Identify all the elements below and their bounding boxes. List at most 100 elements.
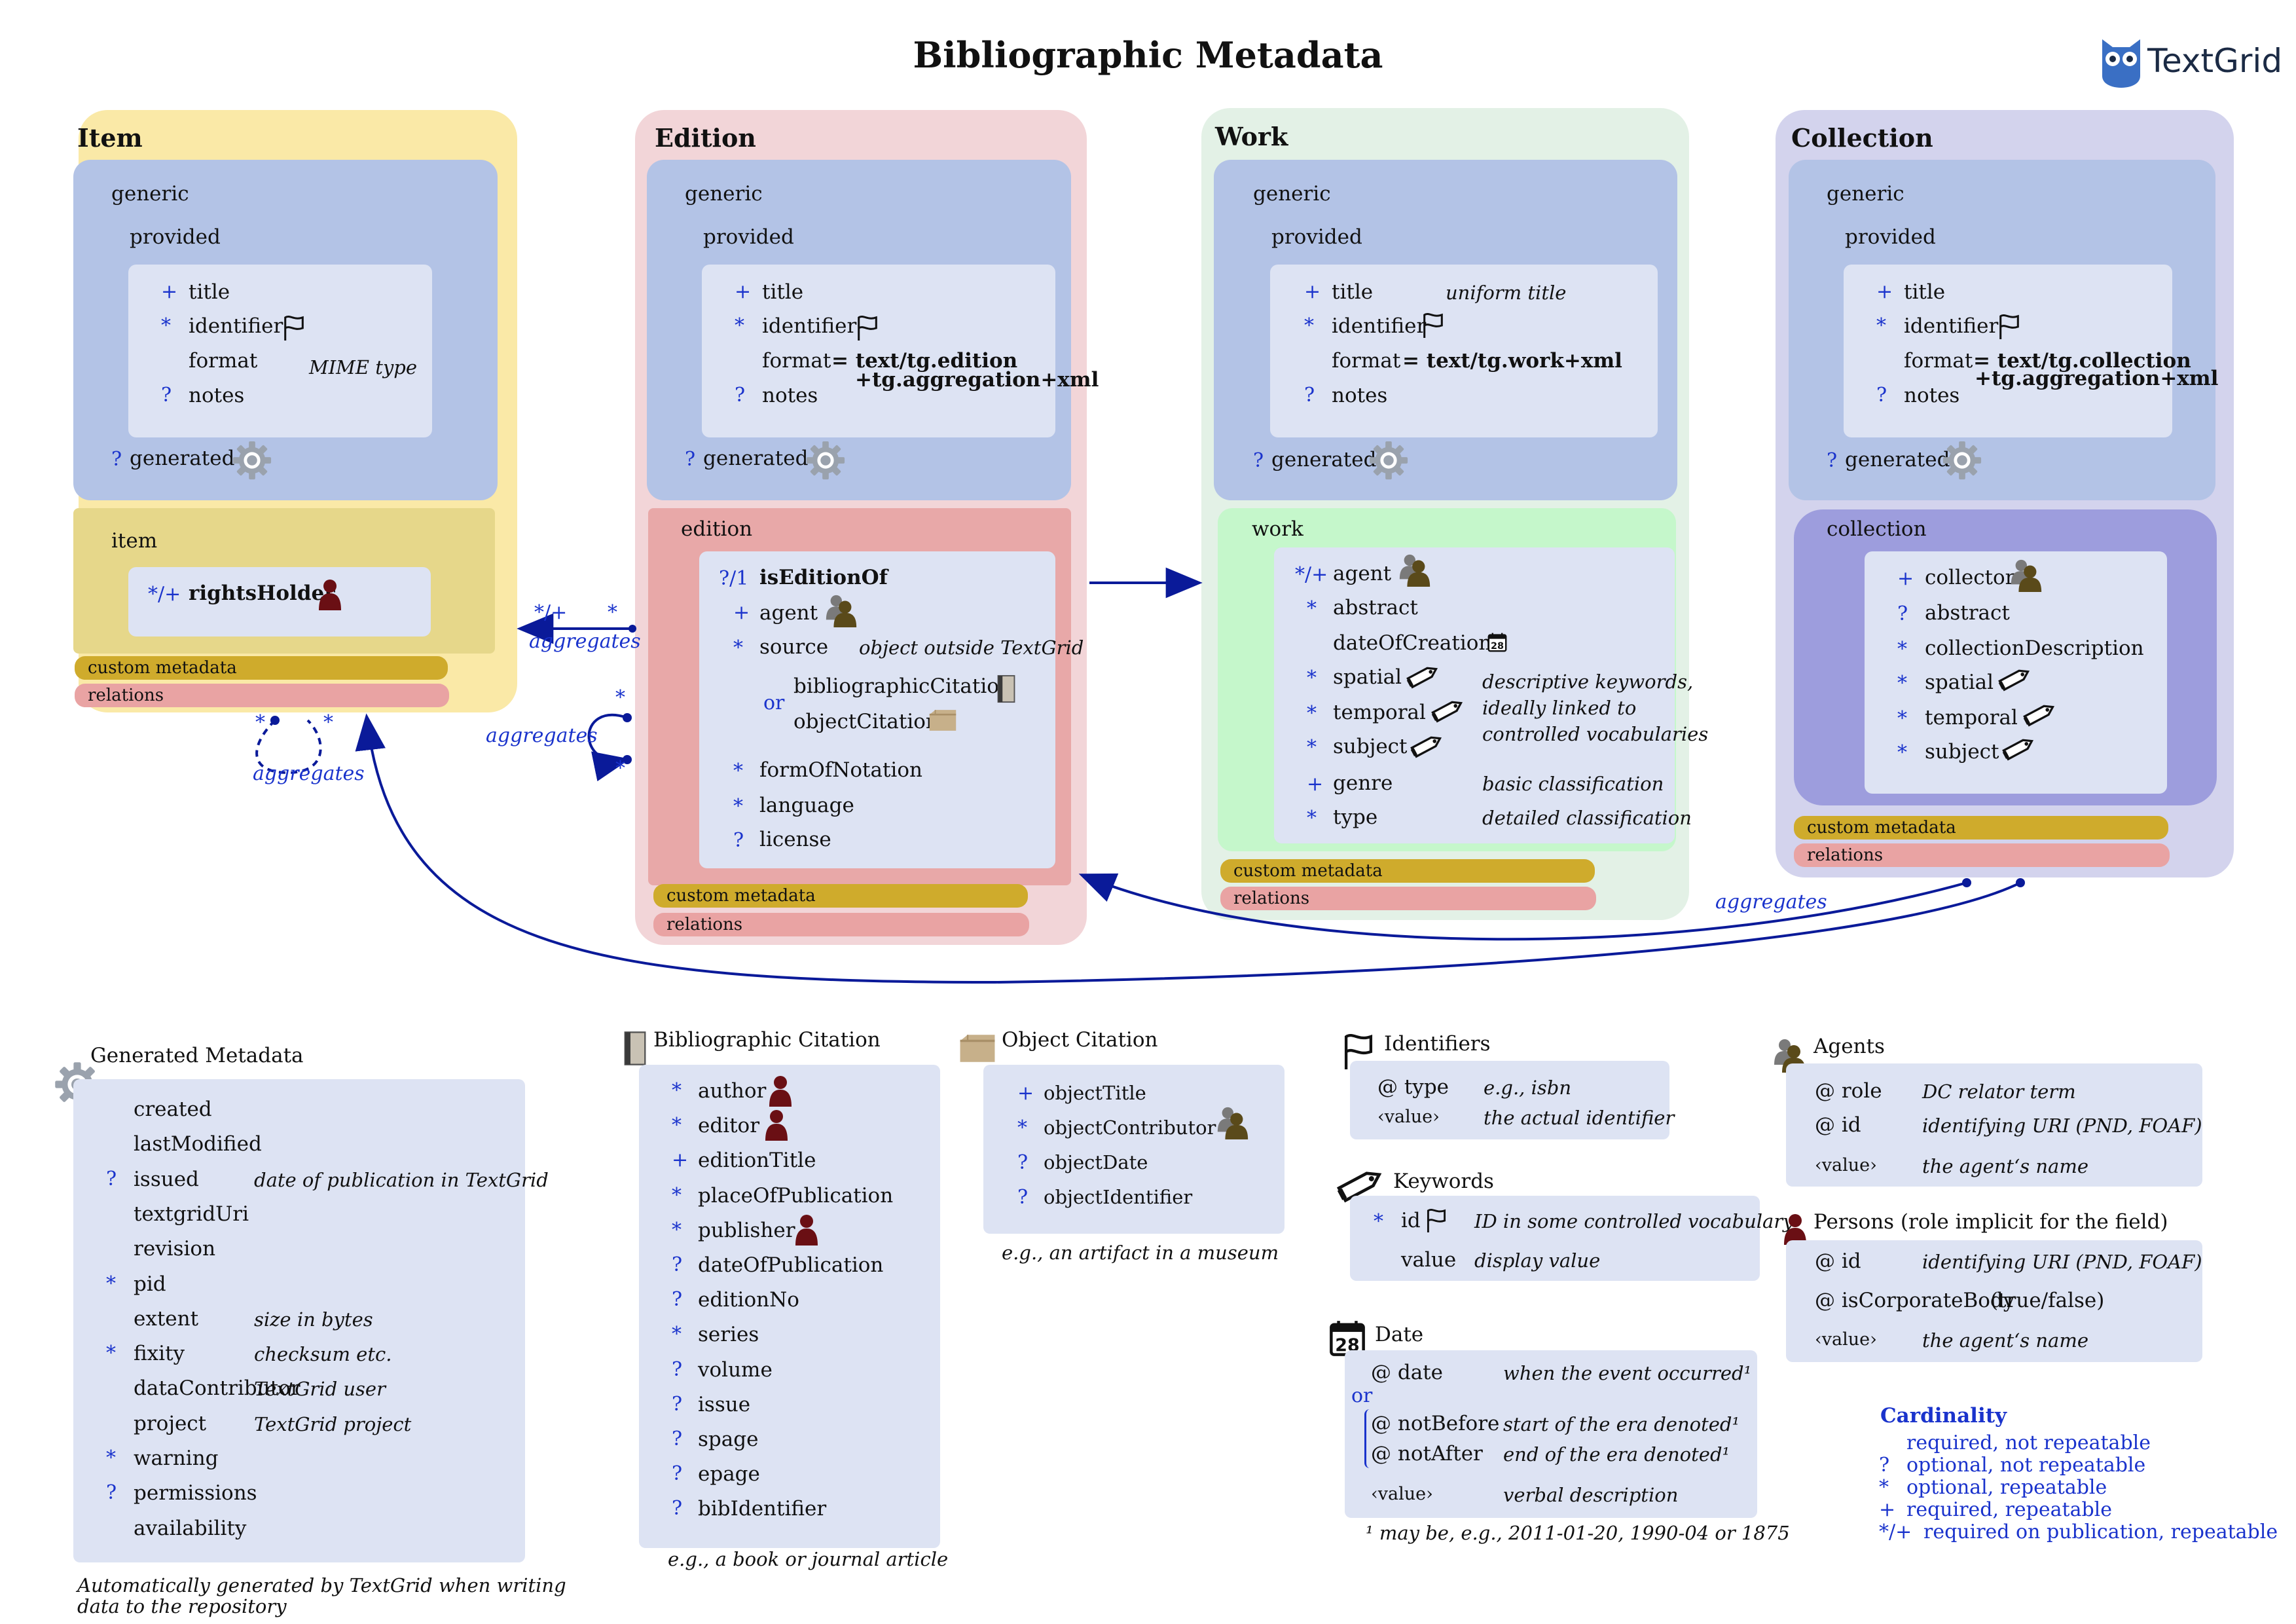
date-card (1345, 1350, 1757, 1518)
aggregates-label: aggregates (253, 762, 365, 785)
cardinality-symbol: + (161, 280, 178, 303)
agent-id-note: identifying URI (PND, FOAF) (1922, 1115, 2202, 1137)
object-citation-heading: Object Citation (1002, 1028, 1158, 1052)
date-footnote: ¹ may be, e.g., 2011-01-20, 1990-04 or 1… (1366, 1522, 1790, 1544)
edition-section-label: edition (681, 517, 753, 541)
cardinality-symbol: ? (735, 384, 746, 407)
citation-field: spage (698, 1428, 759, 1451)
cardinality-symbol: ? (672, 1392, 683, 1416)
cardinality-symbol: * (1897, 741, 1907, 764)
citation-field: dateOfPublication (698, 1253, 884, 1277)
format-value: = text/tg.work+xml (1402, 349, 1622, 373)
field-format: format (1332, 349, 1401, 373)
field-subject: subject (1925, 740, 1999, 764)
work-provided-box (1270, 265, 1658, 437)
gear-icon (1368, 440, 1409, 481)
work-section-label: work (1252, 517, 1303, 541)
citation-field: editionNo (698, 1288, 799, 1312)
provided-label: provided (130, 225, 221, 249)
field-license: license (759, 828, 831, 851)
box-icon (958, 1033, 996, 1063)
generated-field: fixity (134, 1342, 185, 1366)
cardinality-symbol: * (672, 1079, 682, 1102)
citation-field: editionTitle (698, 1149, 816, 1173)
cardinality-symbol: ? (1876, 384, 1887, 407)
relations-bar: relations (75, 684, 449, 707)
logo-text: TextGrid (2147, 42, 2283, 80)
format-value-2: +tg.aggregation+xml (1975, 367, 2219, 390)
field-abstract: abstract (1333, 596, 1418, 619)
generated-field: revision (134, 1237, 216, 1261)
cardinality-meaning: optional, repeatable (1906, 1476, 2107, 1499)
cardinality-symbol: * (733, 760, 743, 783)
cardinality-meaning: required on publication, repeatable (1923, 1521, 2278, 1543)
field-collector: collector (1925, 566, 2015, 589)
agent-role-note: DC relator term (1922, 1080, 2076, 1103)
generic-label: generic (111, 182, 189, 206)
book-icon (623, 1031, 647, 1066)
keyword-id-note: ID in some controlled vocabulary (1474, 1210, 1794, 1232)
cardinality-symbol: + (1879, 1498, 1896, 1521)
cardinality-symbol: */+ (1879, 1521, 1912, 1543)
cardinality-symbol: * (106, 1342, 116, 1365)
field-notes: notes (189, 384, 245, 407)
cardinality-symbol: ? (672, 1253, 683, 1276)
cardinality-symbol: ? (672, 1288, 683, 1312)
generated-metadata-heading: Generated Metadata (90, 1044, 304, 1067)
cardinality-symbol: * (672, 1183, 682, 1207)
work-title: Work (1215, 122, 1288, 151)
format-note: MIME type (309, 356, 417, 378)
edition-title: Edition (655, 123, 756, 153)
field-agent: agent (1333, 562, 1392, 585)
item-section-label: item (111, 529, 158, 553)
person-icon (317, 578, 343, 610)
provided-label: provided (1845, 225, 1936, 249)
cardinality-symbol: * (733, 637, 743, 659)
tag-icon (1429, 698, 1465, 723)
cardinality-symbol: * (1897, 707, 1907, 730)
field-title: title (762, 280, 804, 304)
generated-field: pid (134, 1272, 166, 1296)
calendar-icon (1487, 633, 1507, 652)
generated-field: warning (134, 1447, 219, 1470)
gear-icon (805, 440, 846, 481)
agent-role-attr: @ role (1815, 1079, 1882, 1103)
agents-icon (1215, 1104, 1250, 1139)
citation-field: volume (698, 1357, 773, 1382)
agent-value-attr: ‹value› (1815, 1155, 1877, 1175)
generated-label: generated (703, 447, 809, 470)
generated-field-note: checksum etc. (254, 1343, 392, 1366)
field-type: type (1333, 805, 1378, 829)
cardinality-symbol: ? (1827, 449, 1838, 472)
person-corp-note: (true/false) (1990, 1289, 2105, 1312)
person-icon (767, 1074, 793, 1107)
citation-field: series (698, 1323, 759, 1347)
cardinality-symbol: ?/1 (719, 567, 749, 590)
generated-field: lastModified (134, 1132, 262, 1156)
cardinality-symbol: */+ (1295, 563, 1328, 586)
gear-icon (232, 440, 272, 481)
cardinality-symbol: * (1307, 807, 1317, 830)
field-notes: notes (1904, 384, 1960, 407)
cardinality-symbol: + (733, 601, 750, 624)
collection-section-label: collection (1827, 517, 1927, 541)
generated-field-note: date of publication in TextGrid (254, 1168, 549, 1191)
cardinality-symbol: * (733, 795, 743, 818)
cardinality-symbol: * (1307, 667, 1317, 690)
flag-icon (1425, 1208, 1448, 1234)
date-notafter-attr: @ notAfter (1371, 1442, 1483, 1466)
arrow-cardinality-label: * (323, 711, 333, 734)
identifier-type-note: e.g., isbn (1484, 1077, 1571, 1099)
owl-logo-icon (2098, 37, 2144, 88)
cardinality-symbol: ? (672, 1462, 683, 1486)
box-icon (928, 709, 957, 732)
format-value: = text/tg.edition (831, 349, 1018, 373)
work-fields-box (1274, 547, 1675, 843)
custom-metadata-bar: custom metadata (1794, 816, 2168, 840)
generated-field: issued (134, 1167, 199, 1191)
date-notbefore-attr: @ notBefore (1371, 1412, 1500, 1435)
persons-heading: Persons (role implicit for the field) (1813, 1210, 2168, 1234)
aggregates-label: aggregates (529, 630, 641, 653)
field-identifier: identifier (1904, 314, 1999, 338)
cardinality-meaning: required, repeatable (1906, 1498, 2113, 1521)
